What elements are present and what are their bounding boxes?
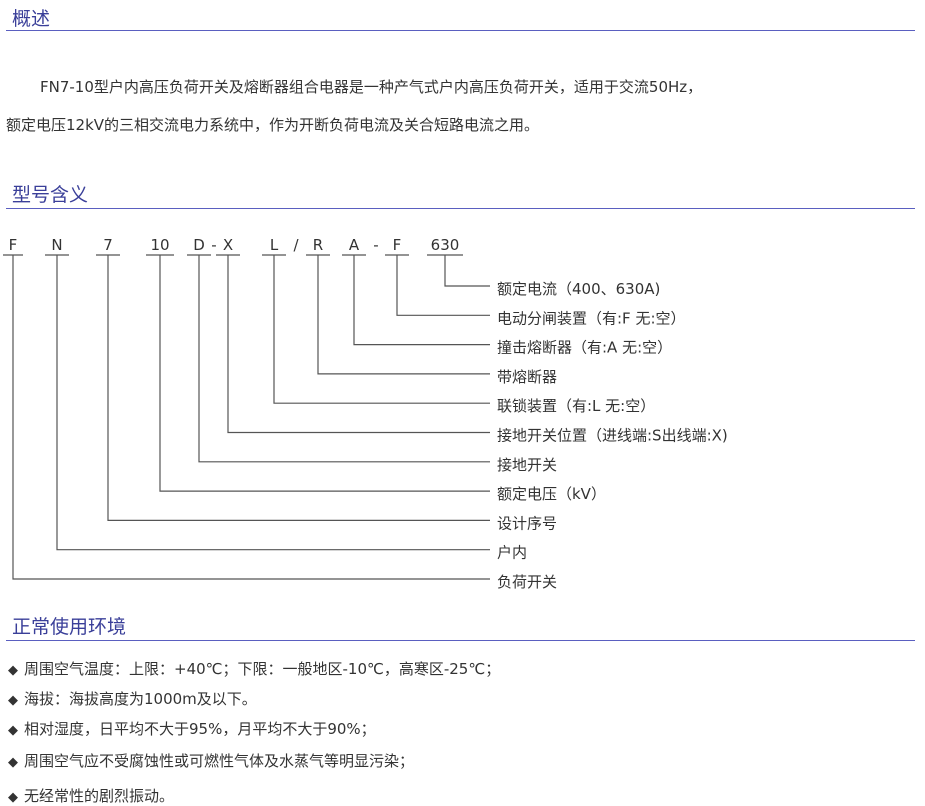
model-label: 联锁装置（有:L 无:空）: [497, 397, 655, 415]
model-label: 接地开关位置（进线端:S出线端:X): [497, 427, 728, 445]
model-symbol: 7: [103, 236, 113, 254]
diamond-bullet-icon: ◆: [8, 663, 18, 678]
diamond-bullet-icon: ◆: [8, 790, 18, 805]
connector-line: [159, 255, 490, 492]
model-symbol: X: [223, 236, 233, 254]
environment-item-text: 相对湿度，日平均不大于95%，月平均不大于90%；: [24, 720, 376, 738]
overview-line-2: 额定电压12kV的三相交流电力系统中，作为开断负荷电流及关合短路电流之用。: [6, 116, 540, 134]
environment-item-text: 无经常性的剧烈振动。: [24, 787, 175, 805]
connector-line: [317, 255, 490, 375]
environment-item: ◆ 周围空气应不受腐蚀性或可燃性气体及水蒸气等明显污染；: [8, 750, 414, 771]
section-title-environment: 正常使用环境: [12, 616, 127, 638]
model-symbol: 10: [150, 236, 169, 254]
model-label: 额定电流（400、630A): [497, 280, 660, 298]
connector-line: [353, 255, 490, 346]
environment-item: ◆ 相对湿度，日平均不大于95%，月平均不大于90%；: [8, 718, 376, 739]
connector-line: [56, 255, 490, 551]
environment-item-text: 周围空气应不受腐蚀性或可燃性气体及水蒸气等明显污染；: [24, 752, 415, 770]
connector-line: [273, 255, 490, 404]
model-symbol: F: [393, 236, 402, 254]
model-symbol: 630: [431, 236, 460, 254]
connector-line: [107, 255, 490, 521]
model-symbol: A: [349, 236, 360, 254]
diamond-bullet-icon: ◆: [8, 693, 18, 708]
diamond-bullet-icon: ◆: [8, 723, 18, 738]
divider: [6, 30, 915, 31]
model-label: 户内: [497, 544, 527, 562]
model-label: 带熔断器: [497, 368, 557, 386]
model-symbol: N: [51, 236, 62, 254]
model-label: 设计序号: [497, 514, 557, 532]
divider: [6, 640, 915, 641]
overview-line-1: FN7-10型户内高压负荷开关及熔断器组合电器是一种产气式户内高压负荷开关，适用…: [40, 78, 703, 96]
connector-line: [198, 255, 490, 463]
environment-item: ◆ 海拔：海拔高度为1000m及以下。: [8, 688, 257, 709]
model-symbol: L: [270, 236, 279, 254]
connector-line: [444, 255, 490, 287]
environment-item: ◆ 周围空气温度：上限：+40℃；下限：一般地区-10℃，高寒区-25℃；: [8, 658, 500, 679]
model-label: 电动分闸装置（有:F 无:空）: [497, 309, 686, 327]
model-symbol: R: [313, 236, 323, 254]
environment-item: ◆ 无经常性的剧烈振动。: [8, 785, 174, 806]
divider: [6, 208, 915, 209]
connector-line: [227, 255, 490, 434]
model-symbol: F: [9, 236, 18, 254]
section-title-overview: 概述: [12, 8, 51, 30]
connector-line: [12, 255, 490, 580]
model-label: 撞击熔断器（有:A 无:空）: [497, 339, 672, 357]
environment-item-text: 海拔：海拔高度为1000m及以下。: [24, 690, 257, 708]
model-symbol: -: [211, 236, 216, 254]
model-symbol: -: [373, 236, 378, 254]
diamond-bullet-icon: ◆: [8, 755, 18, 770]
connector-line: [396, 255, 490, 316]
environment-item-text: 周围空气温度：上限：+40℃；下限：一般地区-10℃，高寒区-25℃；: [24, 660, 501, 678]
model-symbol: /: [293, 236, 299, 254]
model-label: 接地开关: [497, 456, 557, 474]
model-label: 负荷开关: [497, 573, 557, 591]
section-title-model: 型号含义: [12, 184, 89, 206]
model-label: 额定电压（kV）: [497, 485, 606, 503]
model-symbol: D: [193, 236, 205, 254]
